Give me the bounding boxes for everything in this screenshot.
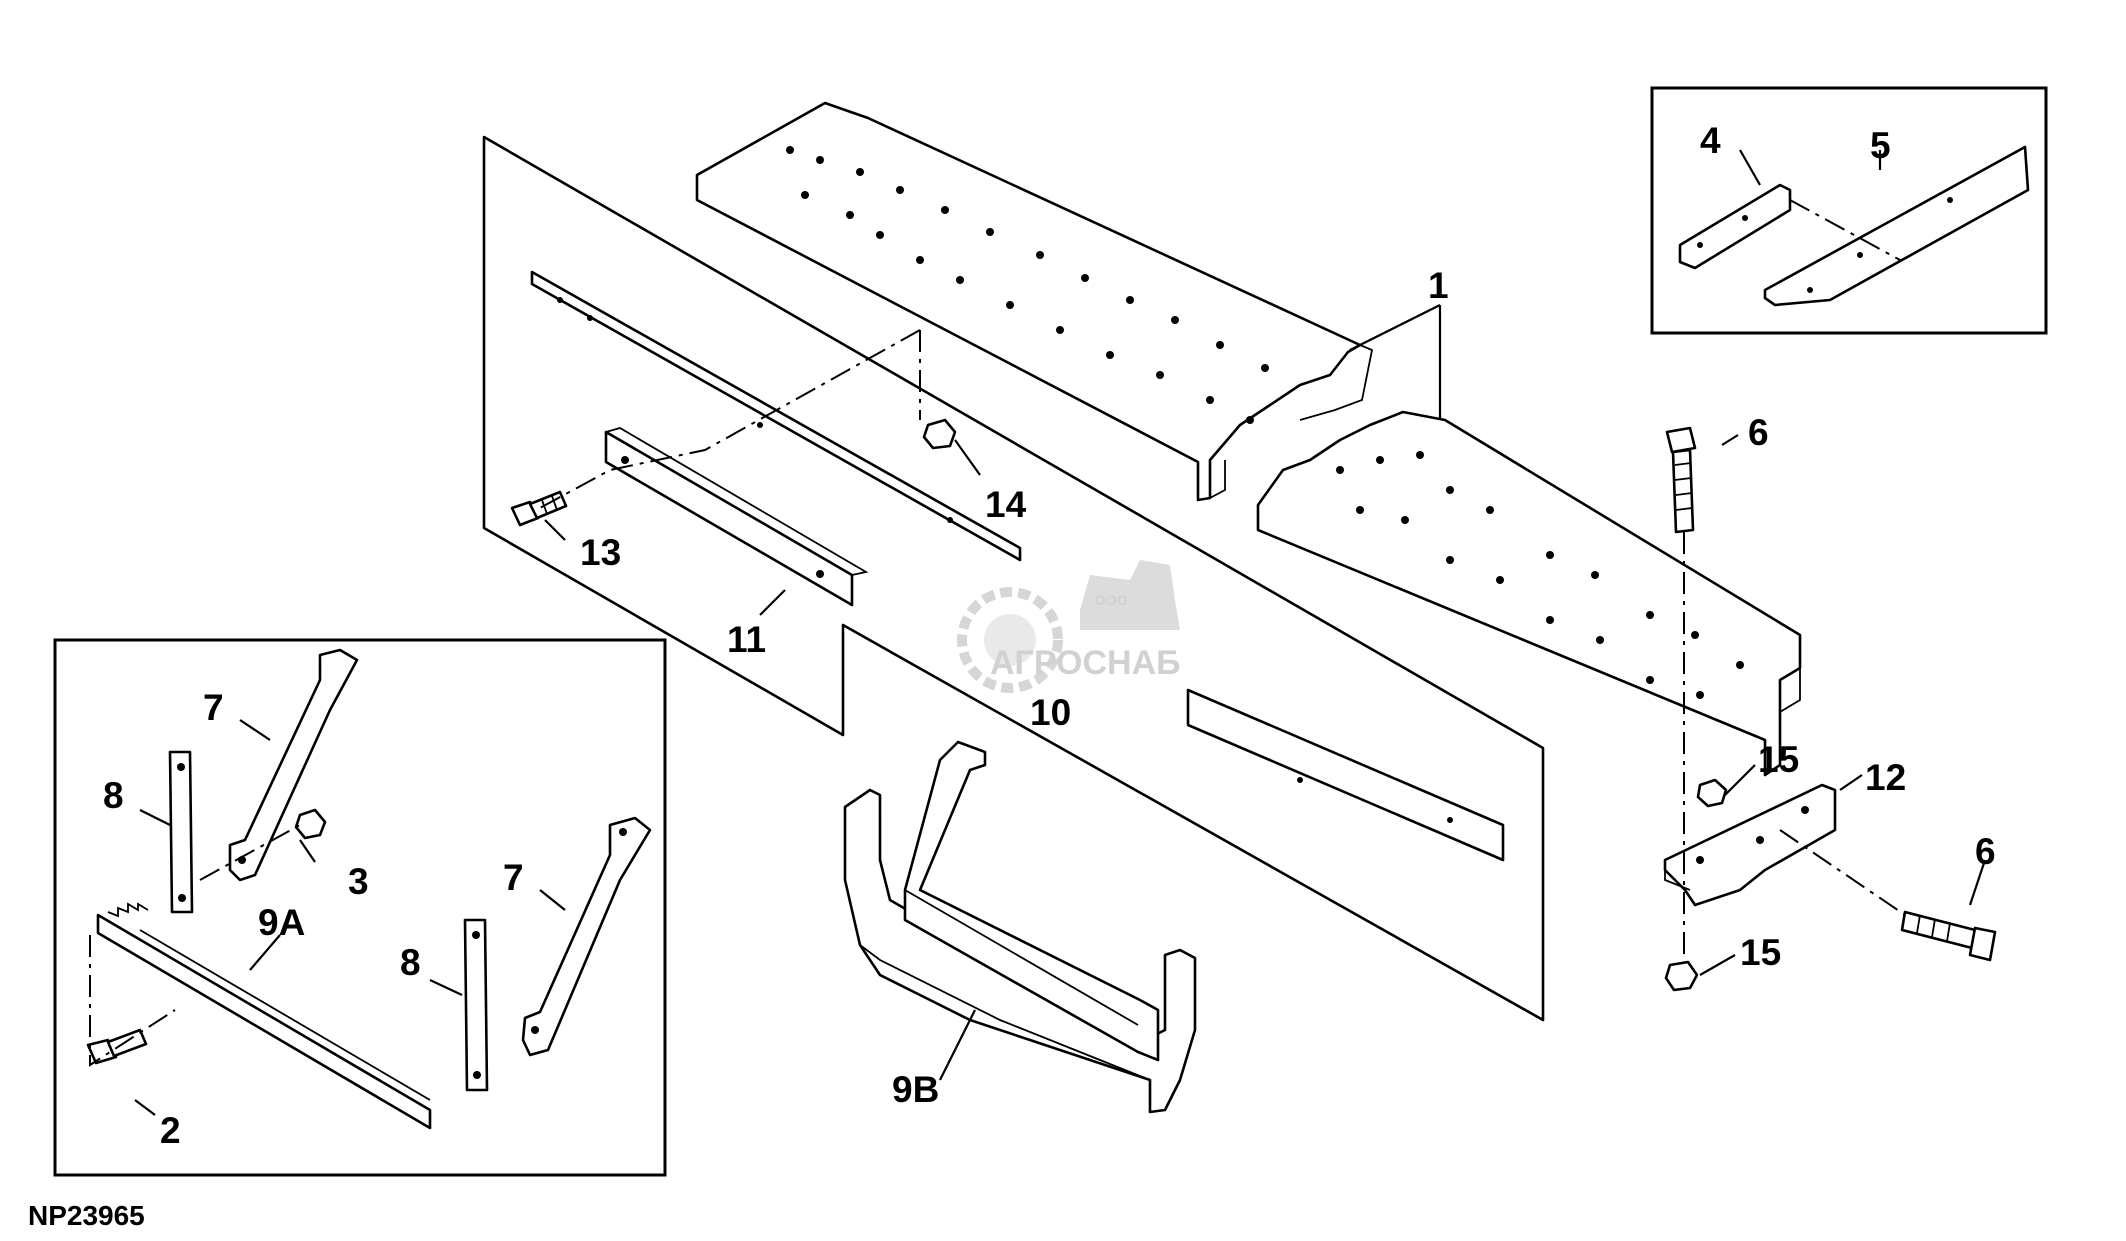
- callout-15-lower: 15: [1740, 932, 1781, 973]
- part-12-bracket: [1663, 783, 1837, 907]
- part-15-nut-upper: [1696, 778, 1728, 808]
- part-6-bolt-vertical: [1665, 426, 1697, 534]
- callout-7-lower: 7: [503, 857, 524, 898]
- step-upper-holes: [786, 146, 1269, 424]
- part-1-step-lower: [1256, 410, 1802, 777]
- callout-9b: 9B: [892, 1069, 939, 1110]
- callout-4: 4: [1700, 120, 1721, 161]
- callout-8-upper: 8: [103, 775, 124, 816]
- part-1-step-upper: [695, 101, 1374, 502]
- callout-9a: 9A: [258, 902, 305, 943]
- part-6-bolt-horizontal: [1900, 910, 1997, 962]
- panel-rail: [530, 270, 1505, 862]
- inset-left: [53, 638, 667, 1177]
- callout-6-lower: 6: [1975, 831, 1996, 872]
- callout-labels: 1 2 3 4 5 6 6 7 7 8 8 9A 9B 10 11 12 13 …: [103, 120, 1996, 1151]
- callout-5: 5: [1870, 125, 1891, 166]
- watermark-prefix: ООО: [1095, 592, 1128, 608]
- callout-7-upper: 7: [203, 687, 224, 728]
- callout-11: 11: [727, 619, 766, 660]
- step-lower-holes: [1336, 451, 1744, 699]
- callout-15-upper: 15: [1758, 739, 1799, 780]
- part-10-panel: [482, 135, 1545, 1022]
- part-14-nut: [922, 418, 957, 450]
- leader-lines: [134, 149, 1987, 1116]
- watermark: ООО АГРОСНАБ: [957, 560, 1181, 693]
- callout-13: 13: [580, 532, 621, 573]
- part-15-nut-lower: [1664, 960, 1699, 992]
- watermark-name: АГРОСНАБ: [990, 644, 1181, 682]
- callout-6-upper: 6: [1748, 412, 1769, 453]
- callout-3: 3: [348, 861, 369, 902]
- callout-10: 10: [1030, 692, 1071, 733]
- callout-14: 14: [985, 484, 1027, 525]
- inset-top-right: [1650, 86, 2048, 335]
- part-13-bolt: [510, 490, 568, 527]
- part-9b-step: [843, 740, 1197, 1114]
- callout-2: 2: [160, 1110, 181, 1151]
- callout-8-lower: 8: [400, 942, 421, 983]
- center-lines: [539, 329, 1906, 960]
- part-11-bar: [604, 427, 869, 607]
- callout-1: 1: [1428, 265, 1449, 306]
- callout-12: 12: [1865, 757, 1906, 798]
- figure-id: NP23965: [28, 1200, 145, 1231]
